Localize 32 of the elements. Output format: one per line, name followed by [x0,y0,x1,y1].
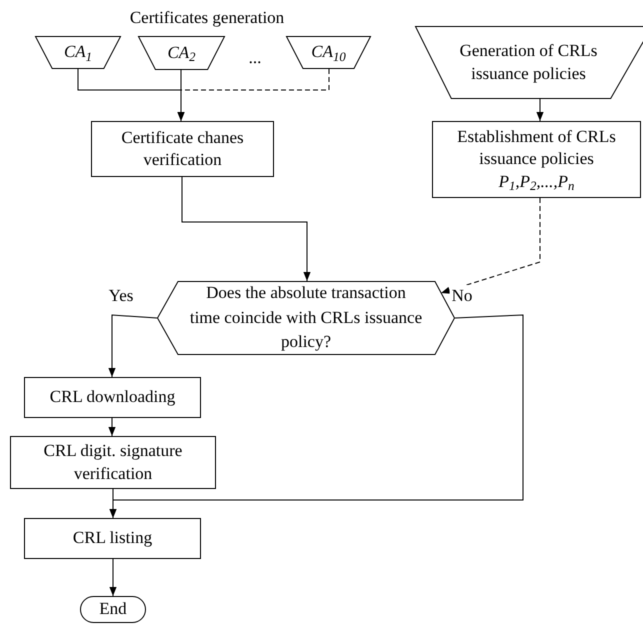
trapezoid-box [415,26,642,99]
process-box [432,121,641,198]
process-box [10,436,216,489]
node-text: P$_{1}$,P$_{2}$,...,P$_{n}$ [498,170,576,193]
node-text: Does the absolute transaction time coincide with CRLs issuance policy? [188,282,424,354]
process-box [91,121,274,177]
node-text: CRL listing [72,527,154,550]
process-box [24,377,201,418]
ellipsis: ... [248,46,262,69]
trapezoid-box [138,36,225,70]
process-box [24,518,201,559]
trapezoid-box [286,36,371,69]
terminator-box [80,596,146,623]
arrow [177,68,330,122]
node-text: Establishment of CRLs issuance policies [456,126,617,170]
node-text: CRL downloading [48,386,176,408]
arrow [182,176,311,282]
node-text: CA$_{10}$ [310,41,347,64]
node-text: End [98,598,128,620]
group-heading: Certificates generation [130,6,284,29]
trapezoid-box [35,36,121,69]
node-text: Generation of CRLs issuance policies [458,40,598,85]
arrow [536,98,544,122]
arrow [108,418,116,436]
arrow [440,198,540,294]
arrow [109,558,117,596]
arrow [109,488,117,518]
node-text: Certificate chanes verification [120,126,245,171]
node-text: CRL digit. signature verification [42,440,184,484]
arrow [108,314,158,378]
node-text: CA$_{2}$ [166,42,197,64]
node-text: CA$_{1}$ [62,41,94,64]
